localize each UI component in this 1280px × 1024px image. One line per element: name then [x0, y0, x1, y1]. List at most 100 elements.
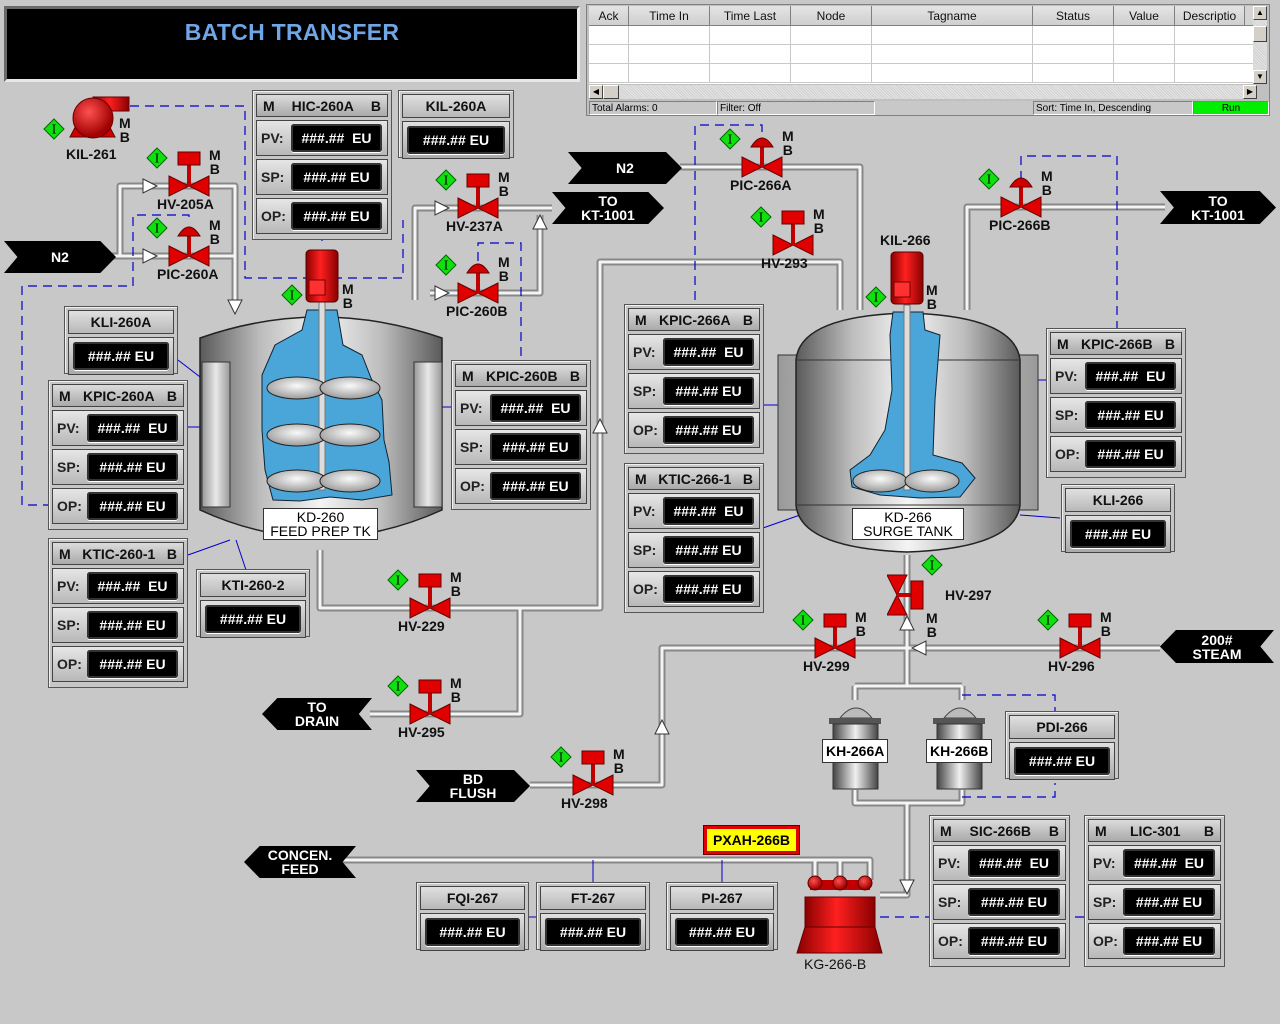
mode-m[interactable]: M [813, 206, 825, 222]
op-value[interactable]: ###.## EU [87, 650, 178, 678]
col-node[interactable]: Node [791, 6, 872, 25]
indicator-kli-266[interactable]: KLI-266 ###.## EU [1061, 484, 1175, 553]
sp-value[interactable]: ###.## EU [1123, 888, 1215, 916]
mode-m[interactable]: M [940, 822, 952, 839]
alarm-table[interactable]: Ack Time In Time Last Node Tagname Statu… [589, 6, 1257, 84]
op-row[interactable]: OP:###.## EU [1088, 923, 1221, 959]
mode-b[interactable]: B [166, 387, 177, 404]
op-value[interactable]: ###.## EU [490, 472, 581, 500]
interlock-icon[interactable]: I [550, 746, 572, 768]
mode-m[interactable]: M [59, 387, 71, 404]
indicator-kti-260-2[interactable]: KTI-260-2 ###.## EU [196, 569, 310, 638]
mode-b[interactable]: B [1164, 335, 1175, 352]
col-time-in[interactable]: Time In [629, 6, 710, 25]
alarm-pxah-266b[interactable]: PXAH-266B [702, 825, 801, 855]
sp-row[interactable]: SP:###.## EU [1050, 397, 1182, 433]
sp-row[interactable]: SP:###.## EU [628, 373, 760, 409]
op-row[interactable]: OP:###.## EU [52, 488, 184, 524]
mode-b[interactable]: B [613, 760, 624, 776]
op-row[interactable]: OP:###.## EU [455, 468, 587, 504]
sp-value[interactable]: ###.## EU [968, 888, 1060, 916]
mode-b[interactable]: B [450, 583, 461, 599]
mode-b[interactable]: B [342, 295, 353, 311]
indicator-ft-267[interactable]: FT-267 ###.## EU [536, 882, 650, 951]
interlock-icon[interactable]: I [281, 284, 303, 306]
horizontal-scrollbar[interactable]: ◀ ▶ [589, 85, 1257, 99]
mode-m[interactable]: M [926, 282, 938, 298]
solenoid-valve-icon[interactable] [159, 146, 219, 206]
mode-m[interactable]: M [855, 609, 867, 625]
mode-m[interactable]: M [1100, 609, 1112, 625]
mode-b[interactable]: B [1203, 822, 1214, 839]
scroll-down-icon[interactable]: ▼ [1253, 70, 1267, 84]
hscroll-thumb[interactable] [603, 85, 619, 99]
sp-row[interactable]: SP:###.## EU [933, 884, 1066, 920]
op-row[interactable]: OP:###.## EU [1050, 436, 1182, 472]
mode-b[interactable]: B [742, 470, 753, 487]
sp-row[interactable]: SP:###.## EU [1088, 884, 1221, 920]
flag-200-steam[interactable]: 200#STEAM [1160, 630, 1274, 663]
flag-n2-inlet-266[interactable]: N2 [568, 152, 682, 184]
col-tagname[interactable]: Tagname [872, 6, 1033, 25]
solenoid-valve-icon[interactable] [1050, 608, 1110, 668]
mode-b[interactable]: B [926, 624, 937, 640]
col-time-last[interactable]: Time Last [710, 6, 791, 25]
sp-row[interactable]: SP:###.## EU [52, 607, 184, 643]
interlock-icon[interactable]: I [435, 169, 457, 191]
sp-value[interactable]: ###.## EU [1085, 401, 1176, 429]
mode-m[interactable]: M [635, 311, 647, 328]
control-valve-icon[interactable] [732, 127, 792, 187]
interlock-icon[interactable]: I [719, 128, 741, 150]
op-row[interactable]: OP:###.## EU [52, 646, 184, 682]
op-row[interactable]: OP:###.## EU [628, 571, 760, 607]
mode-b[interactable]: B [782, 142, 793, 158]
mode-b[interactable]: B [813, 220, 824, 236]
alarm-row[interactable] [589, 45, 1257, 64]
mode-m[interactable]: M [450, 569, 462, 585]
control-valve-icon[interactable] [159, 216, 219, 276]
sort-status[interactable]: Sort: Time In, Descending [1033, 101, 1193, 115]
op-value[interactable]: ###.## EU [1123, 927, 1215, 955]
interlock-icon[interactable]: I [146, 147, 168, 169]
mode-m[interactable]: M [1041, 168, 1053, 184]
vertical-scrollbar[interactable]: ▲ ▼ [1253, 6, 1267, 84]
sp-row[interactable]: SP:###.## EU [455, 429, 587, 465]
col-ack[interactable]: Ack [589, 6, 629, 25]
alarm-summary[interactable]: Ack Time In Time Last Node Tagname Statu… [586, 4, 1270, 116]
indicator-kli-260a[interactable]: KLI-260A ###.## EU [64, 306, 178, 375]
mode-m[interactable]: M [1095, 822, 1107, 839]
interlock-icon[interactable]: I [921, 554, 943, 576]
op-value[interactable]: ###.## EU [968, 927, 1060, 955]
indicator-fqi-267[interactable]: FQI-267 ###.## EU [416, 882, 529, 951]
mode-b[interactable]: B [209, 231, 220, 247]
mode-b[interactable]: B [1041, 182, 1052, 198]
interlock-icon[interactable]: I [792, 609, 814, 631]
filter-status[interactable]: Filter: Off [717, 101, 875, 115]
mode-m[interactable]: M [498, 254, 510, 270]
mode-m[interactable]: M [462, 367, 474, 384]
mode-b[interactable]: B [370, 97, 381, 114]
op-value[interactable]: ###.## EU [291, 202, 382, 230]
sp-row[interactable]: SP:###.## EU [256, 159, 388, 195]
solenoid-valve-icon[interactable] [448, 168, 508, 228]
sp-value[interactable]: ###.## EU [87, 453, 178, 481]
col-value[interactable]: Value [1114, 6, 1175, 25]
run-button[interactable]: Run [1193, 101, 1269, 115]
